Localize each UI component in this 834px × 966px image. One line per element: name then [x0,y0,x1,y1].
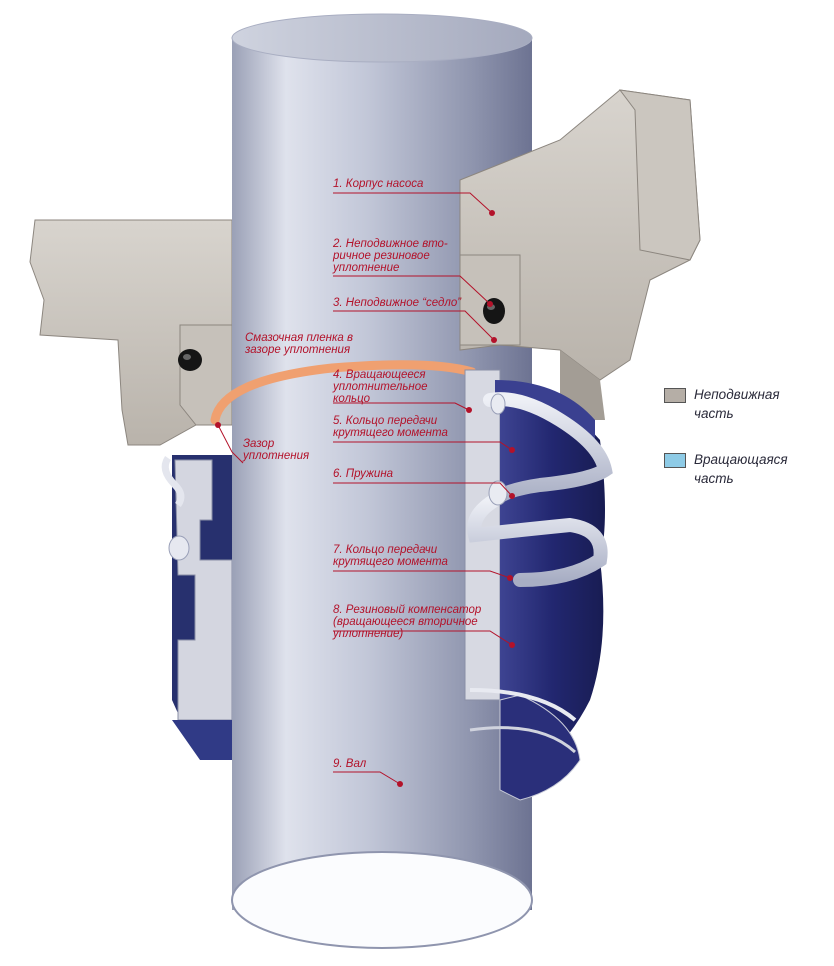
label-rotating-seal-ring-line-1: 4. Вращающееся [333,369,426,381]
label-static-secondary-seal-line-3: уплотнение [333,262,400,274]
label-shaft: 9. Вал [333,758,366,770]
legend-label-rotating-line-2: часть [694,471,734,486]
label-static-seat: 3. Неподвижное “седло” [333,297,461,309]
label-bellows-line-2: (вращающееся вторичное [333,616,478,628]
label-static-secondary-seal-line-2: ричное резиновое [333,250,430,262]
label-rotating-seal-ring-line-2: уплотнительное [333,381,428,393]
label-spring-text: 6. Пружина [333,468,394,480]
label-static-seat-text: 3. Неподвижное “седло” [333,297,462,309]
label-bellows-line-3: уплотнение) [333,628,404,640]
label-drive-ring-2-line-2: крутящего момента [333,556,448,568]
label-lube-film-line-1: Смазочная пленка в [245,332,354,344]
label-drive-ring-1-line-2: крутящего момента [333,427,448,439]
label-rotating-seal-ring-line-3: кольцо [333,393,371,405]
legend-label-stationary-line-1: Неподвижная [694,387,780,402]
left-housing [29,219,233,446]
label-bellows: 8. Резиновый компенсатор (вращающееся вт… [333,604,481,640]
left-rotating-assembly [161,455,233,760]
label-seal-gap: Зазор уплотнения [243,438,309,462]
label-drive-ring-2: 7. Кольцо передачи крутящего момента [333,544,448,568]
label-pump-housing: 1. Корпус насоса [333,178,423,190]
label-rotating-seal-ring: 4. Вращающееся уплотнительное кольцо [333,369,428,405]
label-drive-ring-2-line-1: 7. Кольцо передачи [333,544,438,556]
legend-swatch-rotating [664,453,686,468]
label-spring: 6. Пружина [333,468,393,480]
legend-label-rotating-line-1: Вращающаяся [694,452,788,467]
spring [467,392,613,587]
label-lube-film-line-2: зазоре уплотнения [245,344,351,356]
leader-lines [217,192,513,785]
label-seal-gap-line-1: Зазор [243,438,275,450]
legend-label-rotating: Вращающаяся часть [694,450,788,488]
leader-dots [215,210,515,787]
legend-label-stationary-line-2: часть [694,406,734,421]
label-pump-housing-text: 1. Корпус насоса [333,178,424,190]
legend-label-stationary: Неподвижная часть [694,385,780,423]
label-drive-ring-1: 5. Кольцо передачи крутящего момента [333,415,448,439]
label-shaft-text: 9. Вал [333,758,367,770]
lube-film-ring [210,360,477,425]
label-lube-film: Смазочная пленка в зазоре уплотнения [245,332,353,356]
label-seal-gap-line-2: уплотнения [243,450,310,462]
label-bellows-line-1: 8. Резиновый компенсатор [333,604,482,616]
label-static-secondary-seal-line-1: 2. Неподвижное вто- [333,238,448,250]
label-drive-ring-1-line-1: 5. Кольцо передачи [333,415,438,427]
label-static-secondary-seal: 2. Неподвижное вто- ричное резиновое упл… [333,238,448,274]
legend-swatch-stationary [664,388,686,403]
right-housing [459,89,701,420]
